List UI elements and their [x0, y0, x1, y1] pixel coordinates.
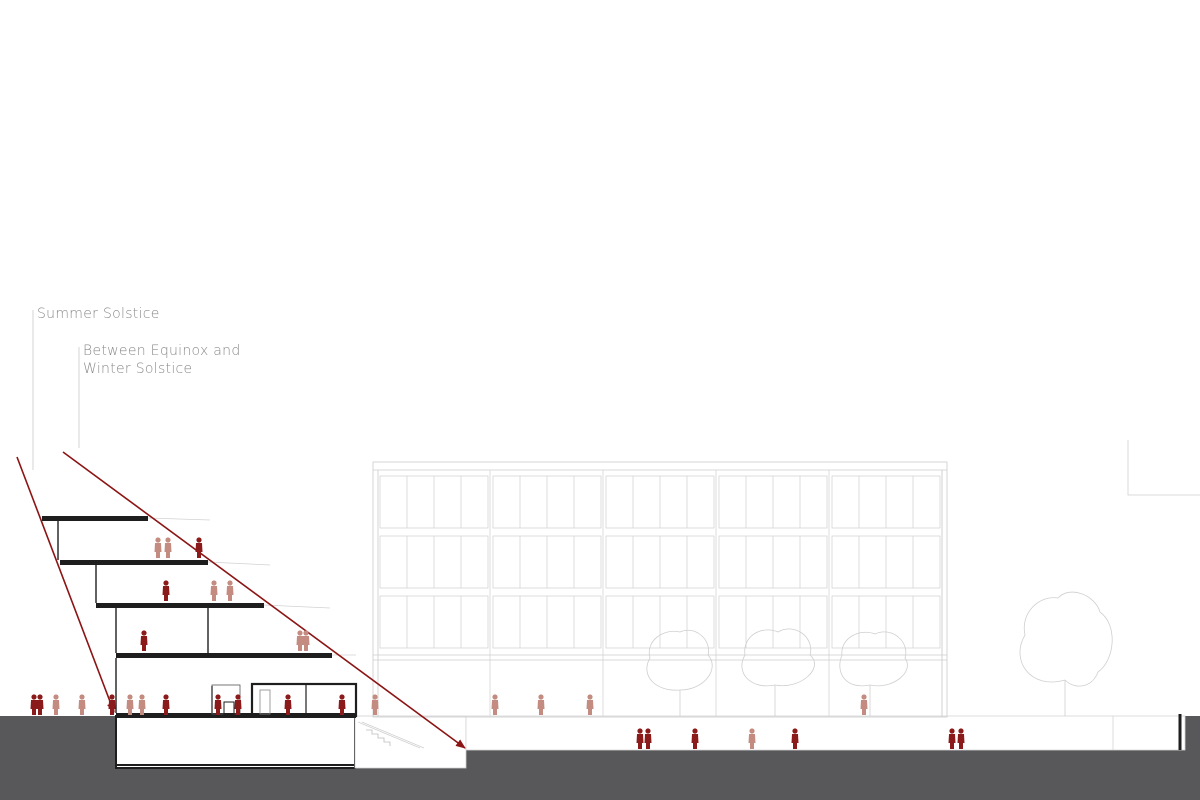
person-figure [78, 694, 86, 715]
person-figure [371, 694, 379, 715]
person-figure [162, 694, 170, 715]
sun-ray-arrow [62, 451, 466, 749]
person-figure [226, 580, 234, 601]
person-figure [126, 694, 134, 715]
person-figure [140, 630, 148, 651]
person-figure [36, 694, 44, 715]
sunken-court [465, 715, 1186, 751]
sun-ray-arrow [16, 456, 115, 713]
person-figure [338, 694, 346, 715]
person-figure [154, 537, 162, 558]
person-figure [162, 580, 170, 601]
background-building-elevation [372, 461, 948, 718]
person-figure [302, 630, 310, 651]
person-figure [210, 580, 218, 601]
person-figure [214, 694, 222, 715]
tree-outline [646, 440, 1200, 716]
person-figure [537, 694, 545, 715]
person-figure [234, 694, 242, 715]
summer-solstice-label: Summer Solstice [37, 306, 160, 322]
person-figure [164, 537, 172, 558]
person-figure [108, 694, 116, 715]
person-figure [52, 694, 60, 715]
glazed-room [250, 682, 358, 718]
person-figure [491, 694, 499, 715]
terrace-slabs [42, 516, 356, 718]
person-figure [284, 694, 292, 715]
person-figure [30, 694, 38, 715]
equinox-label-line1: Between Equinox and [83, 343, 241, 359]
person-figure [586, 694, 594, 715]
person-figure [296, 630, 304, 651]
person-figure [138, 694, 146, 715]
basement-outline [115, 715, 356, 769]
person-figure [860, 694, 868, 715]
ground-section [0, 716, 1200, 800]
equinox-label-line2: Winter Solstice [83, 361, 193, 377]
